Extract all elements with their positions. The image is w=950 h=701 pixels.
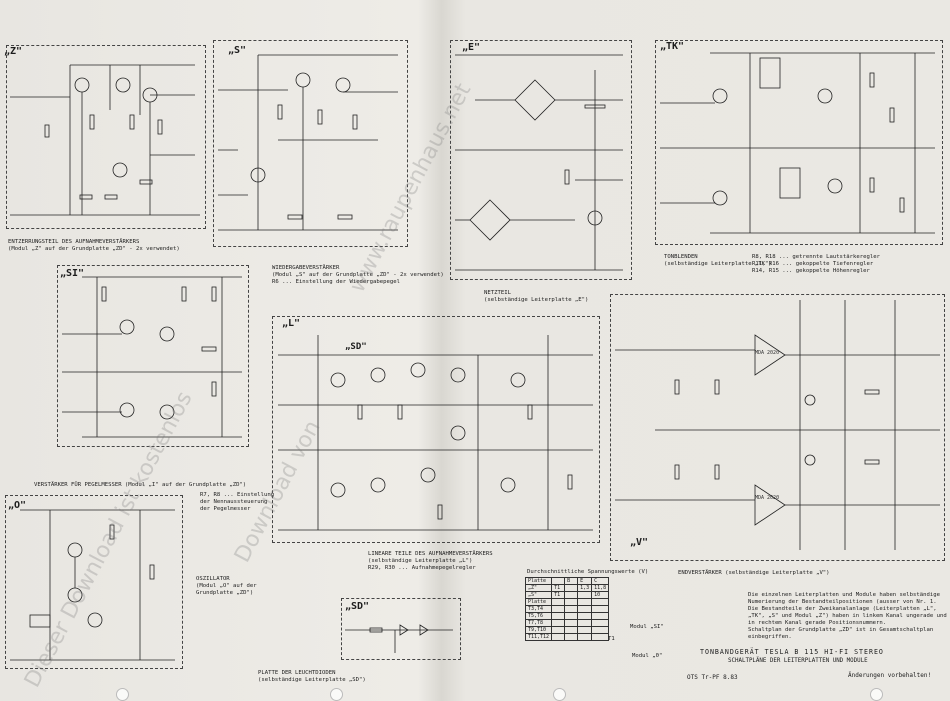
table-row: Platte [524, 598, 610, 606]
module-o-tag: „O" [8, 500, 27, 511]
title-line-1: TONBANDGERÄT TESLA B 115 HI-FI STEREO [700, 648, 884, 656]
table-header: Platte B E C [524, 577, 610, 585]
module-l [272, 316, 600, 543]
module-tk-notes: R8, R18 ... getrennte Lautstärkeregler R… [752, 254, 880, 274]
voltage-table-title: Durchschnittliche Spannungswerte (V) [527, 569, 649, 575]
punch-hole [870, 688, 883, 701]
table-row: T11,T12 [524, 633, 610, 641]
col-header: B [564, 577, 579, 585]
module-v-circuit [615, 300, 940, 550]
module-s-circuit [218, 54, 398, 231]
module-e-caption: NETZTEIL (selbständige Leiterplatte „E") [484, 290, 589, 303]
module-s-caption: WIEDERGABEVERSTÄRKER (Modul „S" auf der … [272, 265, 444, 285]
module-e [450, 40, 632, 280]
module-sd-circuit [345, 624, 453, 653]
module-sd [341, 598, 461, 660]
table-row: T5,T6 [524, 612, 610, 620]
module-v-caption: ENDVERSTÄRKER (selbständige Leiterplatte… [678, 570, 830, 576]
module-o-circuit [10, 509, 175, 661]
punch-hole [330, 688, 343, 701]
punch-hole [116, 688, 129, 701]
table-modul-si: Modul „SI" [630, 624, 664, 630]
col-header: Platte [524, 577, 553, 585]
module-tk-circuit [660, 52, 935, 234]
ic-label: MDA 2020 [755, 495, 780, 501]
module-sd-inline-tag: „SD" [345, 342, 367, 352]
module-z-tag: „Z" [4, 46, 23, 57]
ic-label: MDA 2020 [755, 350, 780, 356]
module-z [6, 45, 206, 229]
module-s [213, 40, 408, 247]
module-l-circuit [278, 335, 593, 531]
doc-number: OTS Tr-PF 8.83 [687, 674, 738, 681]
module-tk-caption: TONBLENDEN (selbständige Leiterplatte „T… [664, 254, 772, 267]
module-si-notes: R7, R8 ... Einstellung der Nennaussteuer… [200, 492, 275, 512]
module-si-caption: VERSTÄRKER FÜR PEGELMESSER (Modul „I" au… [34, 482, 247, 488]
module-z-caption: ENTZERRUNGSTEIL DES AUFNAHMEVERSTÄRKERS … [8, 239, 180, 252]
general-notes: Die einzelnen Leiterplatten und Module h… [748, 592, 947, 640]
table-row: T9,T10 [524, 626, 610, 634]
col-header: E [577, 577, 593, 585]
module-tk-tag: „TK" [660, 41, 685, 52]
module-si-tag: „SI" [60, 268, 85, 279]
col-header: C [591, 577, 610, 585]
remark: Änderungen vorbehalten! [848, 672, 932, 679]
module-si-circuit [62, 276, 242, 438]
table-note: T1 [608, 636, 615, 642]
table-row: T7,T8 [524, 619, 610, 627]
module-l-tag: „L" [282, 318, 301, 329]
module-sd-caption: PLATTE DER LEUCHTDIODEN (selbständige Le… [258, 670, 366, 683]
module-sd-tag: „SD" [345, 601, 370, 612]
module-v [610, 294, 945, 561]
module-si [57, 265, 249, 447]
module-s-tag: „S" [228, 45, 247, 56]
module-l-caption: LINEARE TEILE DES AUFNAHMEVERSTÄRKERS (s… [368, 551, 493, 571]
module-v-tag: „V" [630, 537, 649, 548]
module-z-circuit [10, 64, 200, 216]
module-e-circuit [455, 54, 623, 271]
module-o [5, 495, 183, 669]
punch-hole [553, 688, 566, 701]
table-row: T3,T4 [524, 605, 610, 613]
module-tk [655, 40, 943, 245]
table-modul-0: Modul „0" [632, 653, 663, 659]
module-o-caption: OSZILLATOR (Modul „O" auf der Grundplatt… [196, 576, 257, 596]
title-line-2: SCHALTPLÄNE DER LEITERPLATTEN UND MODULE [728, 658, 868, 664]
module-e-tag: „E" [462, 42, 481, 53]
